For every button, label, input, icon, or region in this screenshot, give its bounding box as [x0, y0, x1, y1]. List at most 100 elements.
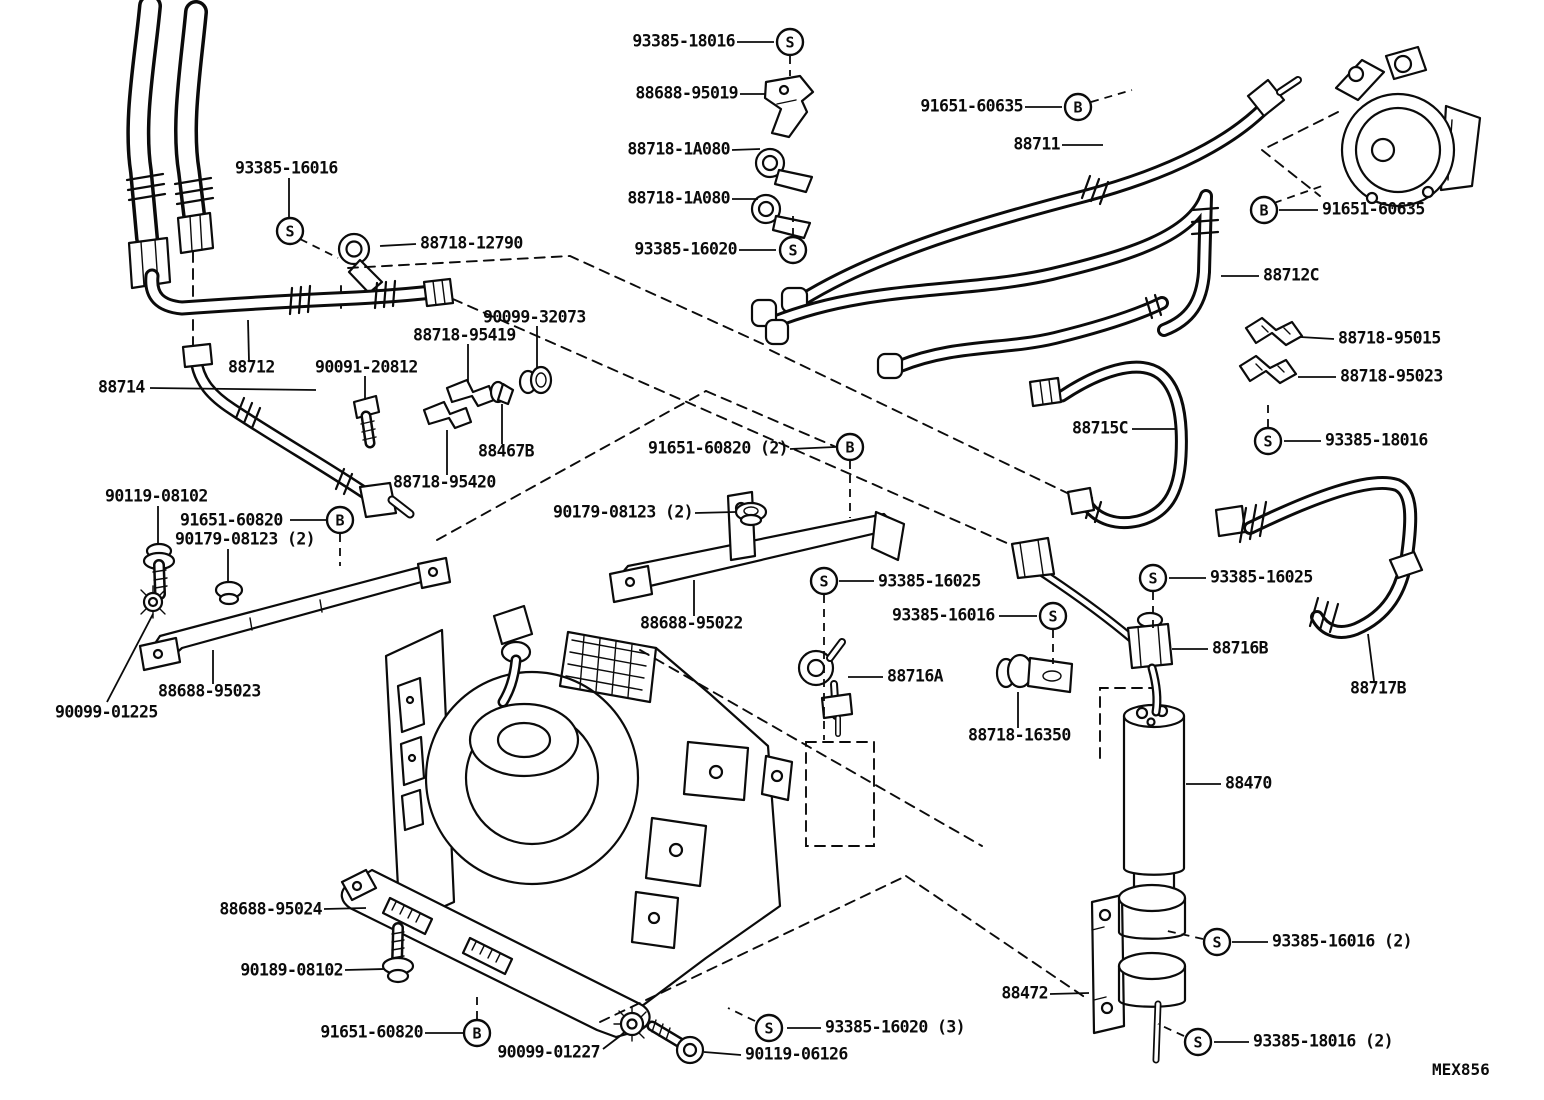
hvac-unit-drawing — [384, 604, 794, 1008]
leader-line — [731, 148, 761, 151]
svg-text:B: B — [472, 1025, 481, 1043]
screw-symbol: S — [809, 566, 839, 596]
compressor-drawing — [1334, 45, 1482, 208]
dashed-leader-line — [727, 1007, 756, 1022]
part-label: 88688-95023 — [158, 681, 261, 701]
bolt-symbol: B — [462, 1018, 492, 1048]
svg-text:S: S — [1263, 433, 1272, 451]
part-label: 90099-01227 — [497, 1042, 600, 1062]
leader-line — [1367, 633, 1375, 682]
annotation-layer: S S S B B S B B S S S B S S S — [106, 27, 1375, 1057]
svg-text:S: S — [788, 242, 797, 260]
part-label: 88688-95022 — [640, 613, 743, 633]
svg-text:S: S — [764, 1020, 773, 1038]
part-label: 88716B — [1212, 638, 1269, 658]
part-label: 93385-16025 — [1210, 567, 1313, 587]
part-label: 93385-18016 (2) — [1253, 1031, 1394, 1051]
part-label: 88718-12790 — [420, 233, 523, 253]
part-label: 90119-06126 — [745, 1044, 848, 1064]
part-label: 93385-18016 — [1325, 430, 1428, 450]
pipes-drawing — [125, 6, 1424, 712]
svg-text:S: S — [1212, 934, 1221, 952]
part-label: 88717B — [1350, 678, 1407, 698]
leader-line — [323, 907, 367, 910]
dashed-leader-line — [1090, 89, 1133, 103]
projection-lines — [192, 111, 1339, 1023]
svg-text:B: B — [335, 512, 344, 530]
leader-line — [703, 1051, 742, 1056]
part-label: 90099-32073 — [483, 307, 586, 327]
leader-line — [106, 613, 154, 703]
drawing-code: MEX856 — [1432, 1060, 1490, 1079]
svg-text:S: S — [285, 223, 294, 241]
bolt-symbol: B — [325, 505, 355, 535]
part-label: 88718-95023 — [1340, 366, 1443, 386]
part-label: 88712 — [228, 357, 275, 377]
part-label: 91651-60635 — [1322, 199, 1425, 219]
svg-text:S: S — [1048, 608, 1057, 626]
screw-symbol: S — [754, 1013, 784, 1043]
part-label: 88711 — [1013, 134, 1060, 154]
fasteners-drawing — [140, 365, 768, 1065]
svg-text:S: S — [819, 573, 828, 591]
part-label: 90179-08123 (2) — [175, 529, 316, 549]
part-label: 88718-16350 — [968, 725, 1071, 745]
part-label: 88718-95015 — [1338, 328, 1441, 348]
part-label: 93385-18016 — [632, 31, 735, 51]
part-label: 90189-08102 — [240, 960, 343, 980]
part-label: 93385-16025 — [878, 571, 981, 591]
dashed-leader-line — [1157, 1023, 1185, 1037]
receiver-drier-drawing — [1090, 703, 1187, 1060]
screw-symbol: S — [778, 235, 808, 265]
leader-line — [789, 446, 836, 450]
screw-symbol: S — [275, 216, 305, 246]
svg-text:B: B — [845, 439, 854, 457]
part-label: 88688-95019 — [635, 83, 738, 103]
leader-line — [379, 243, 417, 247]
screw-symbol: S — [1183, 1027, 1213, 1057]
screw-symbol: S — [1038, 601, 1068, 631]
part-label: 91651-60820 — [180, 510, 283, 530]
leader-line — [1299, 336, 1335, 340]
part-label: 88715C — [1072, 418, 1129, 438]
part-label: 93385-16020 — [634, 239, 737, 259]
part-label: 88470 — [1225, 773, 1272, 793]
leader-line — [602, 1032, 625, 1050]
part-label: 88467B — [478, 441, 535, 461]
svg-text:S: S — [1193, 1034, 1202, 1052]
dashed-leader-line — [299, 238, 339, 259]
part-label: 93385-16016 — [235, 158, 338, 178]
part-label: 90099-01225 — [55, 702, 158, 722]
part-label: 88688-95024 — [219, 899, 322, 919]
screw-symbol: S — [1253, 426, 1283, 456]
leader-line — [694, 511, 736, 514]
part-label: 91651-60820 (2) — [647, 438, 789, 458]
part-label: 88472 — [1001, 983, 1048, 1003]
mount-brackets-drawing — [138, 490, 906, 1039]
part-label: 90119-08102 — [105, 486, 208, 506]
screw-symbol: S — [1138, 563, 1168, 593]
dashed-leader-line — [1162, 929, 1204, 940]
part-label: 88718-1A080 — [627, 139, 730, 159]
leader-line — [247, 319, 250, 362]
svg-text:B: B — [1073, 99, 1082, 117]
part-label: 91651-60635 — [920, 96, 1023, 116]
svg-text:B: B — [1259, 202, 1268, 220]
part-label: 93385-16020 (3) — [825, 1017, 966, 1037]
screw-symbol: S — [775, 27, 805, 57]
leader-line — [1049, 992, 1090, 995]
clamps-drawing — [337, 74, 1304, 737]
part-label: 93385-16016 — [892, 605, 995, 625]
part-label: 88712C — [1263, 265, 1320, 285]
bolt-symbol: B — [1249, 195, 1279, 225]
part-label: 93385-16016 (2) — [1272, 931, 1413, 951]
part-label: 91651-60820 — [320, 1022, 423, 1042]
part-label: 88718-95420 — [393, 472, 496, 492]
bolt-symbol: B — [835, 432, 865, 462]
bolt-symbol: B — [1063, 92, 1093, 122]
svg-text:S: S — [785, 34, 794, 52]
leader-line — [344, 968, 385, 971]
part-label: 88714 — [98, 377, 145, 397]
